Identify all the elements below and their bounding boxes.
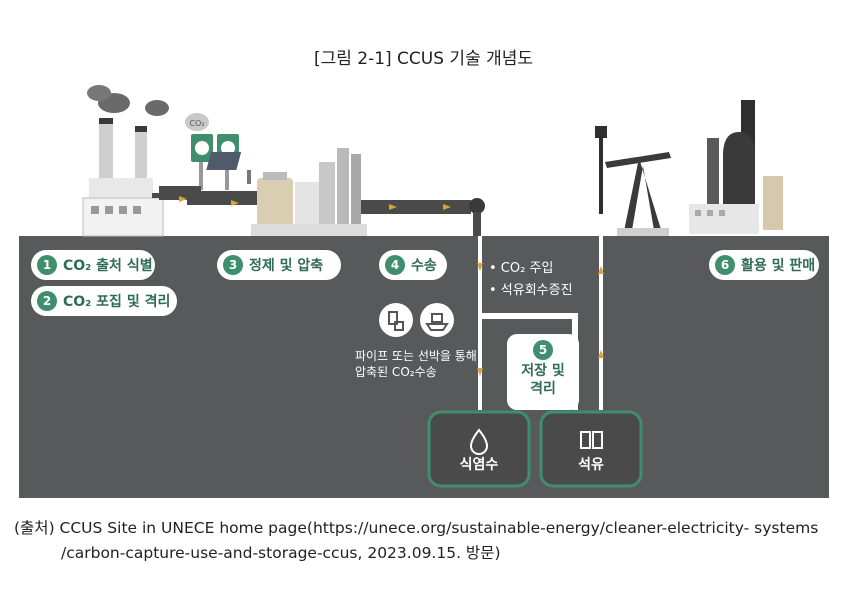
co2-cloud-label: CO₂ [189,119,204,128]
transport-pipe [361,200,471,214]
transport-note: 파이프 또는 선박을 통해 압축된 CO₂수송 [355,349,477,379]
ccus-diagram: CO₂ [19,78,829,498]
step-3-badge: 3 정제 및 압축 [217,250,341,280]
oil-label: 석유 [578,457,604,473]
oil-barrel-icon [580,431,603,449]
pipe-segment-1 [159,186,259,205]
factory-icon [82,85,169,237]
saline-label: 식염수 [459,457,499,473]
refinery-icon [689,100,783,234]
step-4-badge: 4 수송 [379,250,447,280]
step-5-box: 5 저장 및 격리 [507,334,579,410]
water-drop-icon [469,428,489,455]
step-2-badge: 2 CO₂ 포집 및 격리 [31,286,177,316]
step-1-badge: 1 CO₂ 출처 식별 [31,250,155,280]
ship-transport-icon [420,303,454,337]
co2-cloud-icon [185,113,209,131]
solar-panel-icon [206,152,251,184]
capture-filter-icon [191,134,239,190]
pipe-valve [469,198,485,214]
figure-title: [그림 2-1] CCUS 기술 개념도 [313,49,534,69]
oil-pumpjack-icon [595,126,671,236]
injection-notes: • CO₂ 주입 • 석유회수증진 [489,261,573,298]
source-citation: (출처) CCUS Site in UNECE home page(https:… [14,519,819,562]
processing-plant-icon [251,148,367,236]
step-6-badge: 6 활용 및 판매 [709,250,819,280]
saline-reservoir [427,410,531,488]
